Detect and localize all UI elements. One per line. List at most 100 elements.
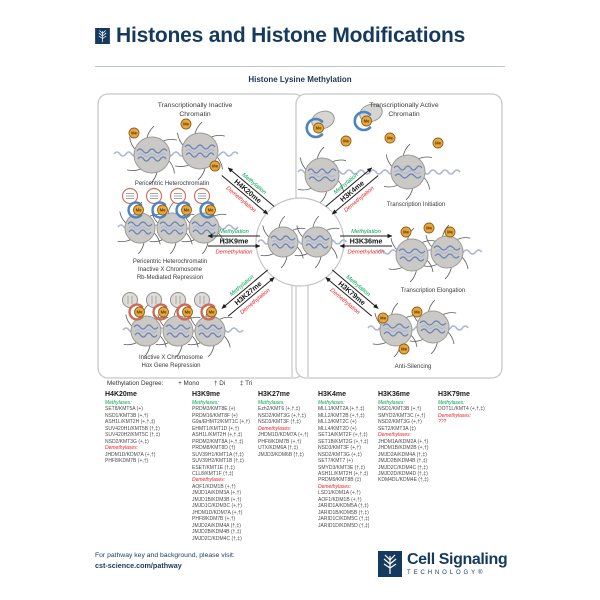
label-bot-2: Hox Gene Repression xyxy=(141,363,200,369)
nucleosome xyxy=(294,215,340,269)
nucleosome xyxy=(149,201,195,255)
chromatin-protein-icon xyxy=(146,292,162,308)
gene-entry: SUV420H1/KMT5B (†,‡) xyxy=(105,425,160,432)
gene-entry: MLL1/KMT2A (+,†,‡) xyxy=(318,406,365,413)
methylases-label: Methylases: xyxy=(258,400,285,406)
me-badge: Me xyxy=(384,132,396,144)
gene-entry: PHF8/KDM7B (+,†) xyxy=(258,438,302,445)
me-badge: Me xyxy=(340,135,352,147)
hp1-protein-icon xyxy=(169,187,187,205)
me-badge: Me xyxy=(128,127,140,139)
brand-name: Cell Signaling xyxy=(407,551,508,568)
nucleosome xyxy=(383,143,433,201)
gene-entry: PHF8/KDM7B (+,†) xyxy=(192,516,236,523)
gene-entry: JARID1D/KDM5D (†,‡) xyxy=(318,522,370,529)
header-divider xyxy=(95,66,505,67)
reader-protein-icon: Me xyxy=(175,201,192,219)
active-box-title: Transcriptionally Active xyxy=(369,102,438,109)
demethylation-label: Demethylation xyxy=(347,250,384,256)
central-nucleosomes xyxy=(257,215,348,269)
me-badge: Me xyxy=(181,204,192,216)
demethylases-label: Demethylases: xyxy=(438,412,472,419)
gene-entry: SET2/KMT3A (‡) xyxy=(378,425,416,432)
gene-entry: SET1A/KMT2F (+,†,‡) xyxy=(318,432,368,439)
me-badge-label: Me xyxy=(401,347,407,352)
demethylases-label: Demethylases: xyxy=(318,483,352,490)
pathway-url-link[interactable]: cst-science.com/pathway xyxy=(95,561,182,570)
gene-entry: NSD1/KMT3B (+,†) xyxy=(378,406,422,413)
me-badge-label: Me xyxy=(161,310,167,315)
label-mid-1: Pericentric Heterochromatin xyxy=(133,259,207,265)
methylases-label: Methylases: xyxy=(318,400,345,406)
demethylases-label: Demethylases: xyxy=(258,425,292,432)
methylases-label: Methylases: xyxy=(438,400,465,406)
gene-entry: JMJD2B/KDM4B (†,‡) xyxy=(378,458,428,465)
gene-entry: NSD3/KMT3F (+,†) xyxy=(318,445,361,452)
gene-entry: JARID1C/KDM5C (†,‡) xyxy=(318,516,370,523)
nucleosome xyxy=(175,121,225,181)
reader-protein-icon: Me xyxy=(152,303,169,321)
demethylation-label: Demethylation xyxy=(215,250,252,256)
nucleosome xyxy=(155,304,201,358)
me-badge-label: Me xyxy=(209,310,215,315)
label-mid-2: Inactive X Chromosome xyxy=(138,267,203,273)
gene-entry: JHDM1D/KDM7A (+,†) xyxy=(105,451,156,458)
cst-logo: Cell Signaling TECHNOLOGY® xyxy=(378,551,508,577)
me-badge: Me xyxy=(398,343,410,355)
gene-entry: MLL2/KMT2B (+,†,‡) xyxy=(318,412,365,419)
gene-entry: JARID1A/KDM5A (†,‡) xyxy=(318,503,369,510)
me-badge: Me xyxy=(377,312,389,324)
header-logo-icon xyxy=(95,28,110,44)
me-badge: Me xyxy=(206,306,217,318)
gene-entry: NSD2/KMT3G (+,†,‡) xyxy=(258,412,306,419)
me-badge: Me xyxy=(158,306,169,318)
me-badge: Me xyxy=(432,137,444,149)
me-badge: Me xyxy=(182,306,193,318)
me-badge: Me xyxy=(157,204,168,216)
gene-entry: SUV420H2/KMT5C (†,‡) xyxy=(105,432,161,439)
me-badge-label: Me xyxy=(208,208,214,213)
gene-entry: JMJD2C/KDM4C (†,‡) xyxy=(378,464,428,471)
me-badge: Me xyxy=(444,226,456,238)
gene-entry: JMJD2D/KDM4D (†,‡) xyxy=(378,470,428,477)
rna-polymerase-icon: Me xyxy=(305,110,335,139)
gene-entry: SUV39H1/KMT1A (†,‡) xyxy=(192,451,244,458)
gene-entry: MLL4/KMT2D (+) xyxy=(318,425,357,432)
gene-entry: JMJD1C/KDM3C (+,†) xyxy=(192,503,242,510)
demethylases-label: Demethylases: xyxy=(378,432,412,439)
nucleosome xyxy=(127,125,177,185)
me-badge-label: Me xyxy=(183,122,189,127)
methylation-degree-legend: Methylation Degree: + Mono † Di ‡ Tri xyxy=(107,380,252,387)
gene-entry: PRDM8/KMT8D (†) xyxy=(192,445,236,452)
me-badge-label: Me xyxy=(131,131,137,136)
me-badge-label: Me xyxy=(160,208,166,213)
me-badge-label: Me xyxy=(136,208,142,213)
gene-entry: DOT1L/KMT4 (+,†,‡) xyxy=(438,406,485,413)
footer-note: For pathway key and background, please v… xyxy=(95,552,235,570)
gene-entry: NSD2/KMT3G (+,†) xyxy=(378,419,422,426)
demethylases-label: Demethylases: xyxy=(192,477,226,484)
hp1-protein-icon xyxy=(121,187,139,205)
me-badge-label: Me xyxy=(380,316,386,321)
gene-column-header: H4K20me xyxy=(105,391,137,398)
methylases-label: Methylases: xyxy=(105,400,132,406)
gene-entry: NSD1/KMT3B (+,†) xyxy=(105,412,149,419)
nucleosome xyxy=(423,224,471,280)
nucleosome xyxy=(297,146,347,204)
me-badge-label: Me xyxy=(426,226,432,231)
methylation-label: Methylation xyxy=(351,229,381,235)
gene-column-header: H3K27me xyxy=(258,391,290,398)
gene-entry: SMYD2/KMT3C (+,†) xyxy=(378,412,426,419)
label-elongation: Transcription Elongation xyxy=(401,288,465,294)
gene-entry: SUV39H2/KMT1B (†,‡) xyxy=(192,458,244,465)
page-title: Histones and Histone Modifications xyxy=(116,24,466,47)
reader-protein-icon: Me xyxy=(199,201,216,219)
me-badge: Me xyxy=(313,122,324,134)
me-badge: Me xyxy=(133,204,144,216)
gene-entry: JMJD2A/KDM4A (†,‡) xyxy=(378,451,427,458)
gene-entry: JHDM1D/KDM7A (+,†) xyxy=(192,509,243,516)
gene-entry: ASH1L/KMT2H (+,†,‡) xyxy=(192,432,243,439)
hp1-protein-icon xyxy=(145,187,163,205)
mark-h3k9me: H3K9me xyxy=(220,237,249,246)
